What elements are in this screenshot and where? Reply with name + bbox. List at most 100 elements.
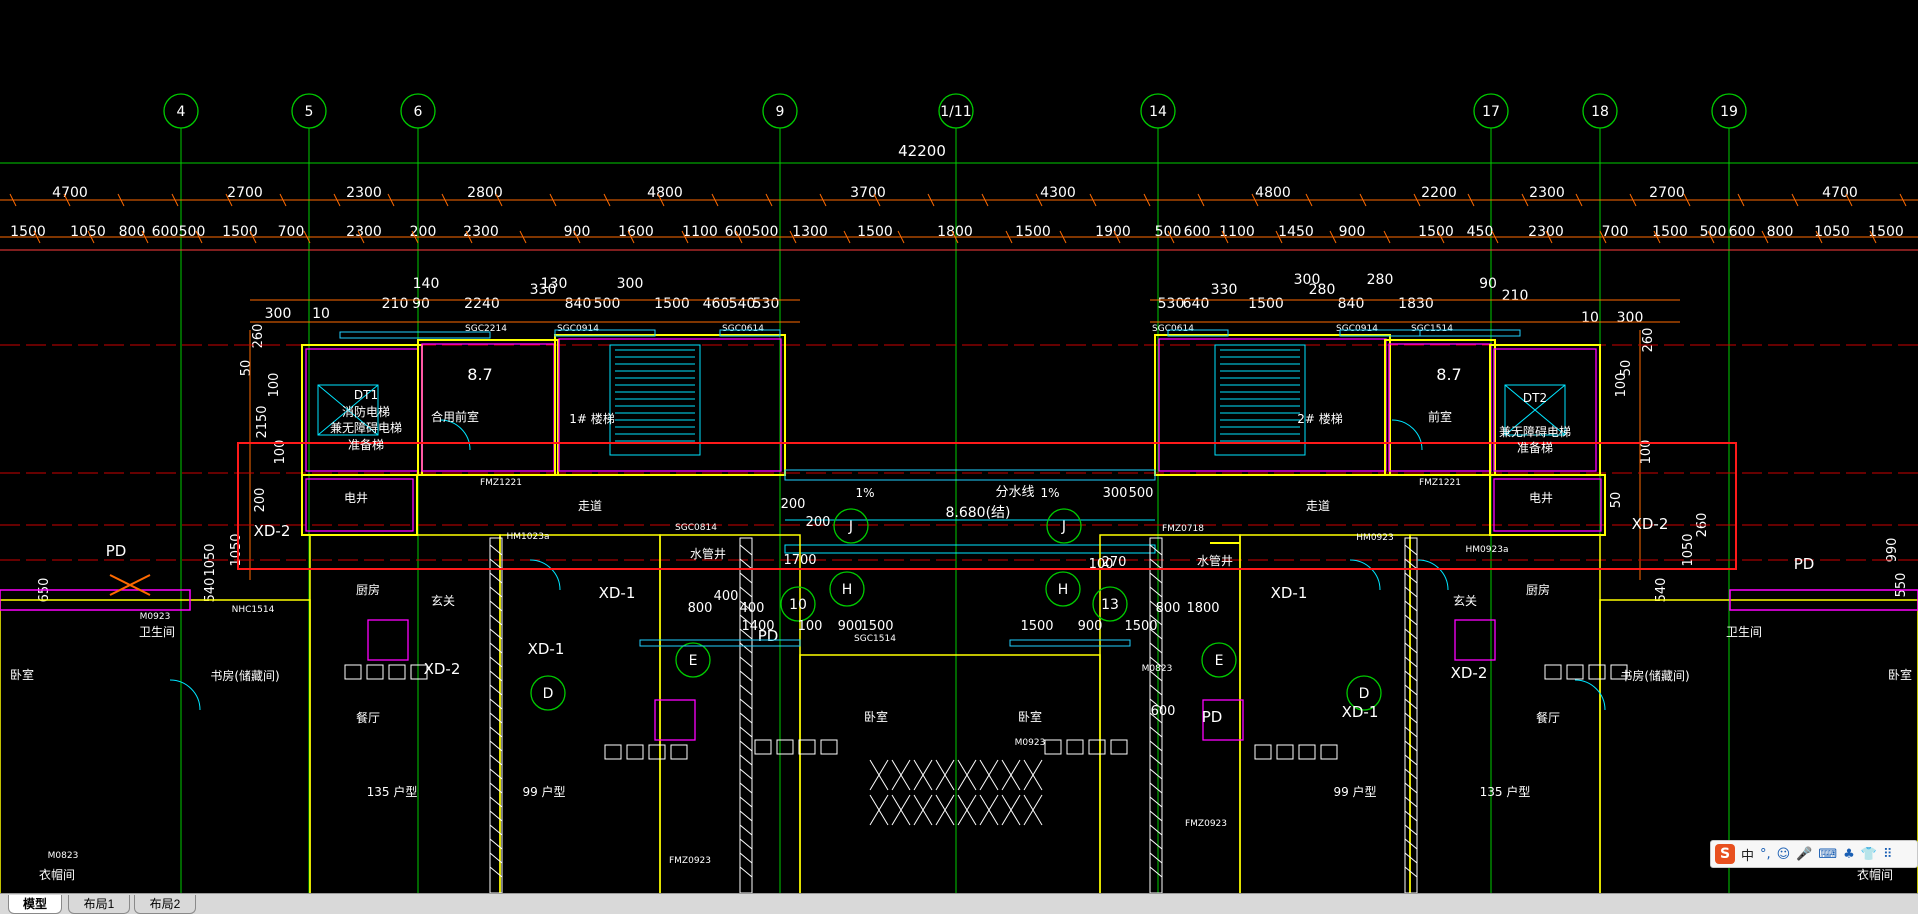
dim-row2-label: 2300 [346, 224, 382, 240]
axis-label-6: 6 [414, 104, 423, 120]
top-dim-left-label: 300 [617, 276, 644, 292]
hatch [1149, 866, 1163, 878]
corridor-edge [784, 469, 1156, 481]
furniture-chair [1066, 739, 1084, 755]
ime-menu-icon[interactable]: ⠿ [1883, 846, 1893, 862]
dim-tick [981, 193, 989, 207]
hatch [489, 544, 503, 556]
wall-outline [1384, 339, 1496, 476]
hatch [739, 586, 753, 598]
room-label-right: 准备梯 [1517, 441, 1553, 455]
hatch [739, 796, 753, 808]
vert-dim-right-label: 990 [1885, 538, 1900, 563]
axis-bubble-14 [1140, 93, 1176, 129]
hatch [1149, 852, 1163, 864]
ime-voice-icon[interactable]: 🎤 [1796, 846, 1813, 862]
dim-row2-label: 1800 [937, 224, 973, 240]
axis-bubble-17 [1473, 93, 1509, 129]
furniture-chair [1588, 664, 1606, 680]
dim-tick [1761, 230, 1769, 244]
balcony-left [0, 589, 191, 611]
grid-bubble-J [1046, 508, 1082, 544]
grid-bubble-H [829, 571, 865, 607]
door-swing-arc [1391, 419, 1423, 451]
door-swing-arc [169, 679, 201, 711]
hatch [739, 712, 753, 724]
dim-row1-label: 2300 [346, 185, 382, 201]
ime-language-toggle[interactable]: 中 [1741, 848, 1755, 864]
room-label-center: 卧室 [864, 709, 888, 724]
door-window-tag: SGC0814 [675, 523, 717, 533]
hatch [1149, 838, 1163, 850]
dim-tick [1629, 193, 1637, 207]
hatch [489, 754, 503, 766]
door-window-tag: M0923 [140, 612, 171, 622]
dim-tick [495, 193, 503, 207]
door-swing-arc [1574, 679, 1606, 711]
window-strip [554, 329, 656, 337]
grid-bubble-label: J [1061, 519, 1066, 535]
tab-layout-1[interactable]: 布局1 [68, 895, 130, 914]
dim-tick [357, 230, 365, 244]
wall-outline [1489, 474, 1606, 536]
furniture-chair [754, 739, 772, 755]
grid-bubble-D [530, 675, 566, 711]
top-dim-right-label: 300 [1617, 310, 1644, 326]
furniture-chair [776, 739, 794, 755]
dim-tick [333, 193, 341, 207]
door-swing-arc [1417, 559, 1449, 591]
axis-bubble-1/11 [938, 93, 974, 129]
fixture-tag: XD-1 [1271, 584, 1308, 602]
layout-tab-bar: 模型 布局1 布局2 [0, 893, 1918, 914]
hatch [1404, 712, 1418, 724]
door-window-tag: M0923 [1015, 738, 1046, 748]
wall-outline [554, 334, 786, 476]
dim-tick [33, 230, 41, 244]
hatch [1149, 572, 1163, 584]
hatch [1404, 614, 1418, 626]
door-window-tag: HM0923 [1356, 533, 1393, 543]
stair-outline [609, 344, 701, 456]
ime-skin-icon[interactable]: 👕 [1860, 846, 1878, 862]
room-label-left: 99 户型 [522, 784, 565, 799]
top-dim-right-label: 840 [1338, 296, 1365, 312]
room-label-left: 合用前室 [431, 409, 479, 424]
hatch [1404, 572, 1418, 584]
hatch [739, 572, 753, 584]
tab-model[interactable]: 模型 [8, 895, 62, 914]
hatch [489, 600, 503, 612]
dim-row2-label: 1300 [792, 224, 828, 240]
dim-tick [873, 193, 881, 207]
vert-dim-right-label: 50 [1609, 492, 1624, 509]
dim-row1-label: 4800 [1255, 185, 1291, 201]
ime-punctuation-icon[interactable]: °, [1760, 846, 1771, 862]
grid-bubble-D [1346, 675, 1382, 711]
hatch [489, 614, 503, 626]
grid-bubble-J [833, 508, 869, 544]
ime-emoji-icon[interactable]: ☺ [1776, 846, 1791, 862]
dim-row2-label: 450 [1467, 224, 1494, 240]
room-label-right: 玄关 [1453, 593, 1477, 608]
dim-row1-label: 2800 [467, 185, 503, 201]
tab-layout-2[interactable]: 布局2 [134, 895, 196, 914]
top-dim-left-label: 10 [312, 306, 330, 322]
hatch [979, 759, 999, 791]
ime-keyboard-icon[interactable]: ⌨ [1818, 846, 1838, 862]
ime-toolbar[interactable]: S 中 °, ☺ 🎤 ⌨ ♣ 👕 ⠿ [1710, 840, 1918, 868]
dim-tick [1545, 230, 1553, 244]
hatch [739, 782, 753, 794]
ime-tools-icon[interactable]: ♣ [1843, 846, 1855, 862]
unit-wall [799, 654, 1101, 896]
hatch [1149, 642, 1163, 654]
hatch [935, 759, 955, 791]
dim-tick [441, 193, 449, 207]
dim-tick [519, 230, 527, 244]
dim-tick [1383, 230, 1391, 244]
dim-tick [789, 230, 797, 244]
sogou-logo-icon[interactable]: S [1715, 844, 1735, 864]
axis-bubble-6 [400, 93, 436, 129]
room-label-right: 衣帽间 [1857, 867, 1893, 882]
dim-row2-label: 200 [410, 224, 437, 240]
